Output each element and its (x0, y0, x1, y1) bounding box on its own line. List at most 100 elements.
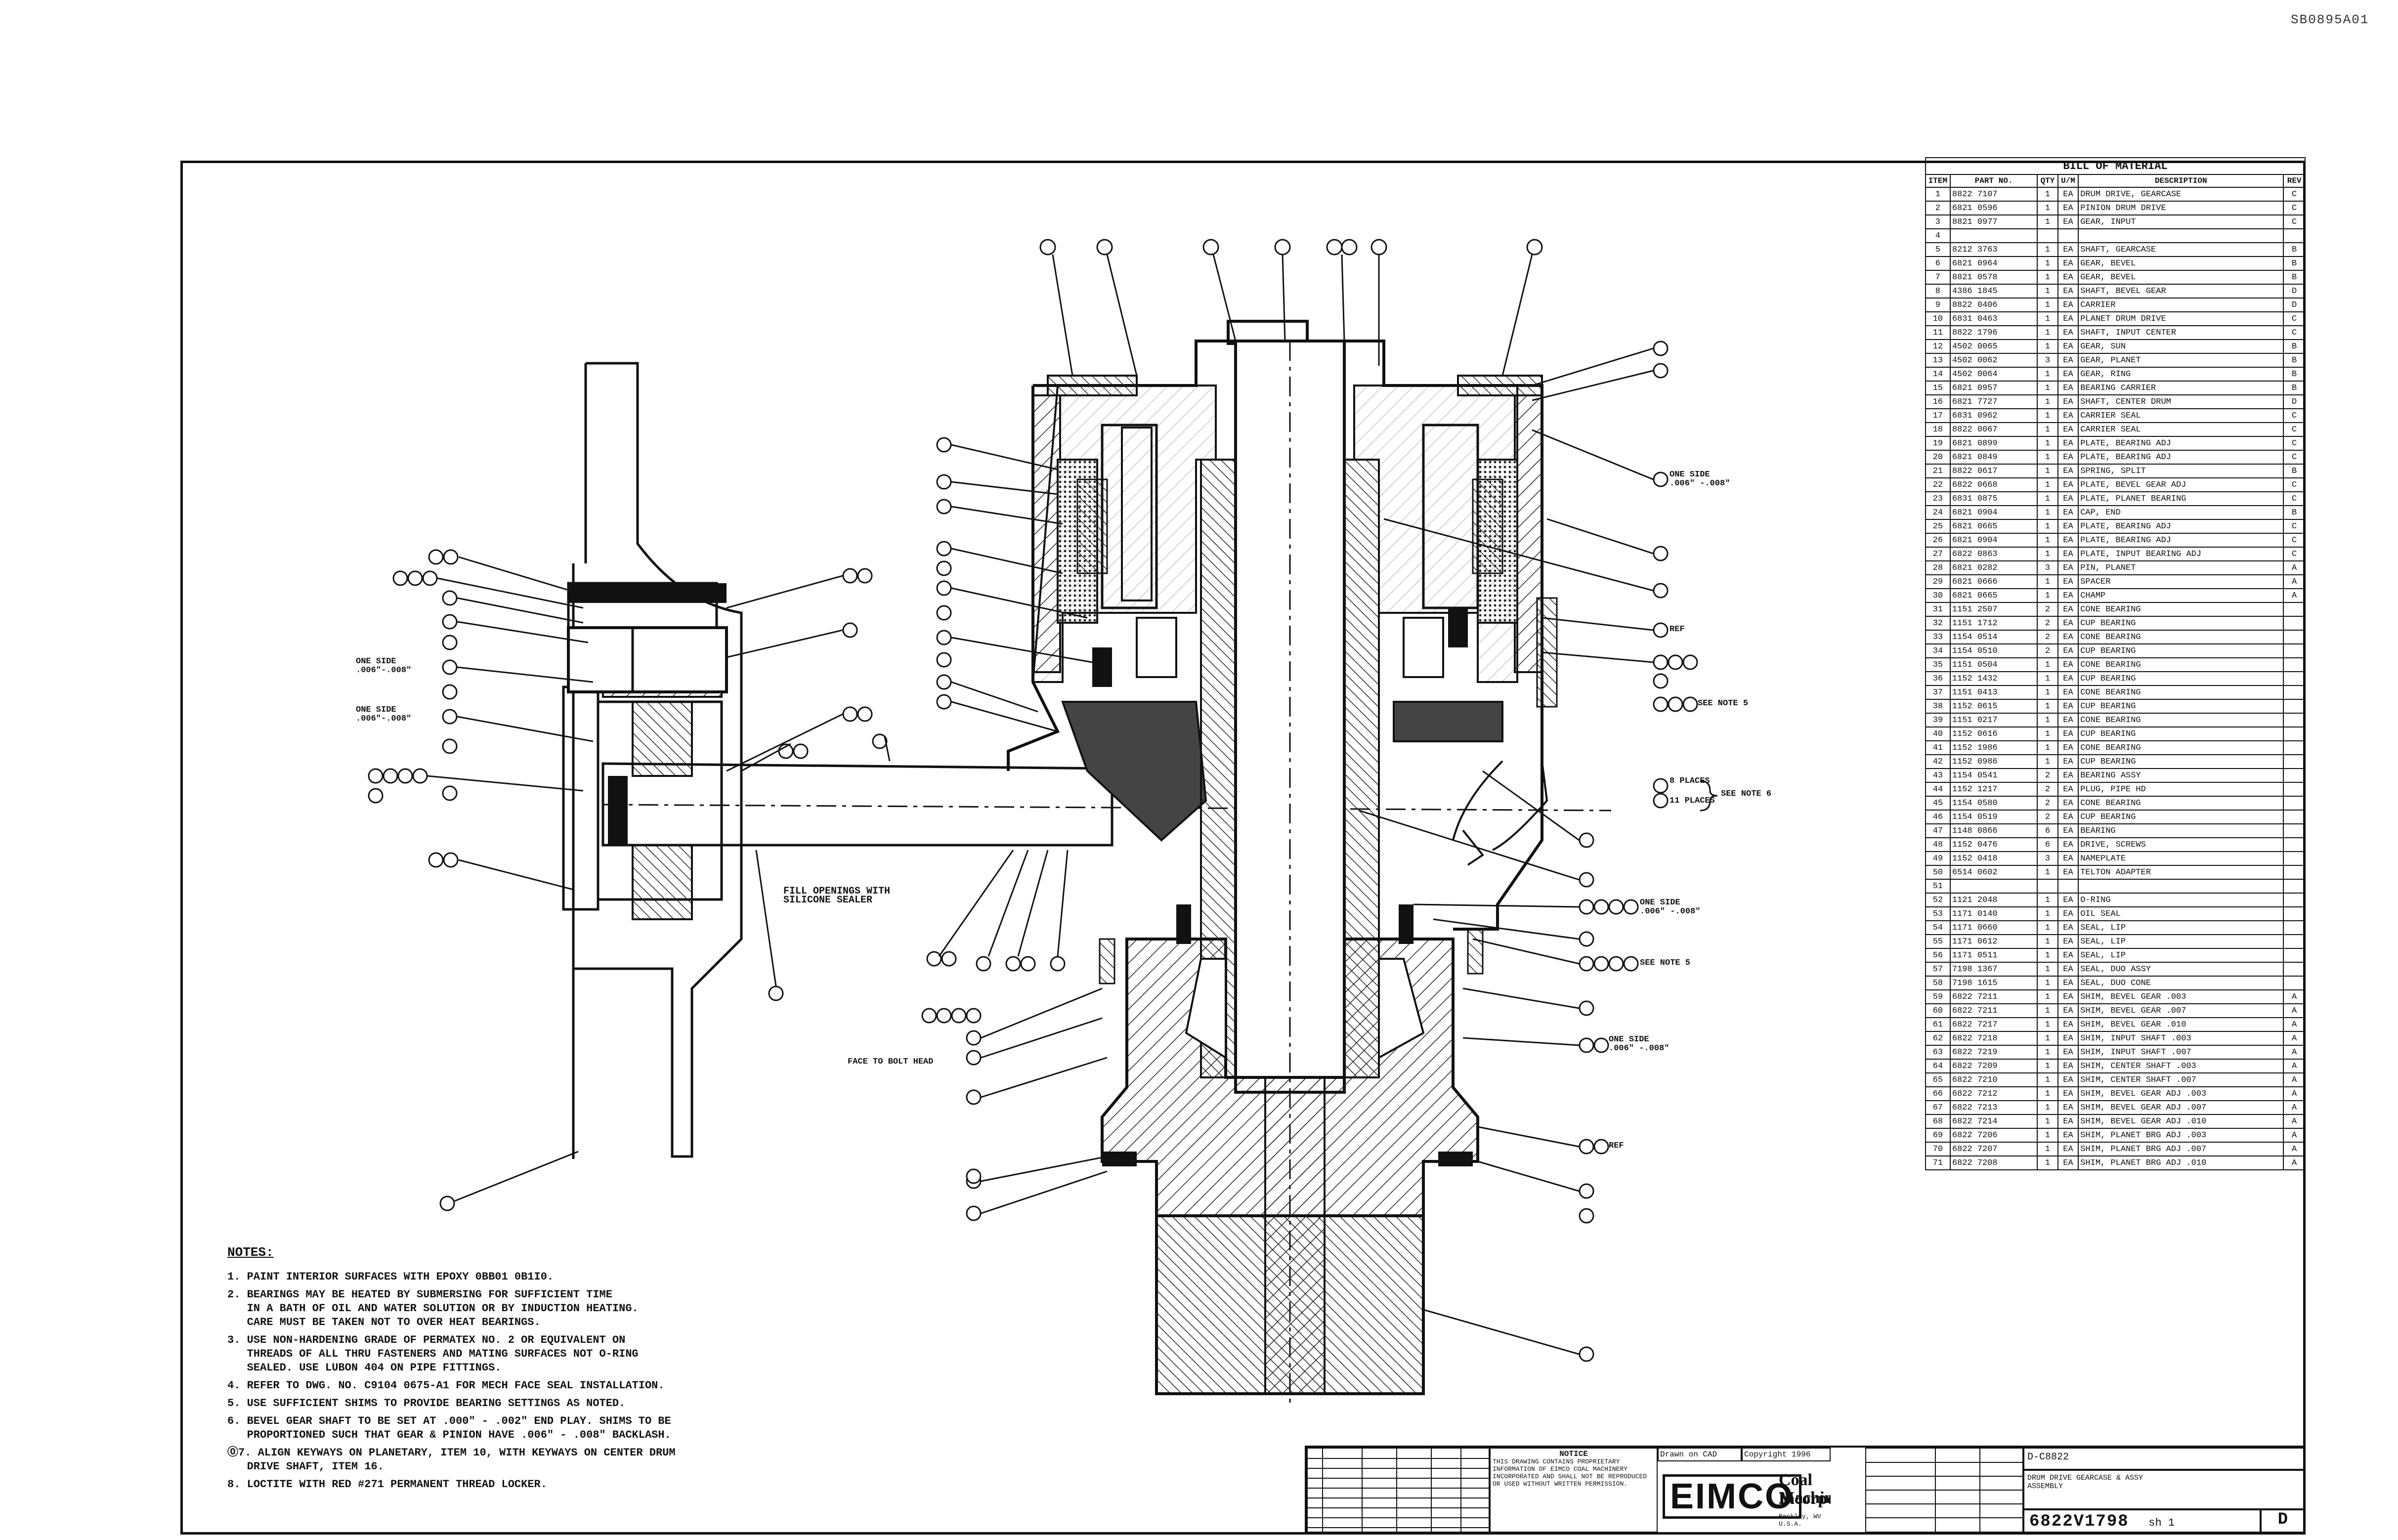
bom-um: EA (2057, 616, 2079, 631)
revision-letter: D (2261, 1509, 2305, 1533)
bom-item: 21 (1925, 464, 1951, 478)
bom-part-no: 6822 7218 (1949, 1031, 2038, 1046)
bom-description: SHIM, BEVEL GEAR .010 (2078, 1017, 2284, 1032)
bom-rev: A (2283, 1086, 2306, 1101)
bom-item: 10 (1925, 311, 1951, 326)
bom-description: GEAR, PLANET (2078, 353, 2284, 368)
bom-item: 58 (1925, 976, 1951, 990)
bom-um: EA (2057, 270, 2079, 285)
bom-part-no: 1152 1986 (1949, 740, 2038, 755)
bom-description: GEAR, INPUT (2078, 214, 2284, 229)
sheet-id: SB0895A01 (2291, 12, 2369, 27)
bom-um (2057, 228, 2079, 243)
bom-um: EA (2057, 201, 2079, 215)
bom-part-no: 6822 7213 (1949, 1100, 2038, 1115)
bom-um: EA (2057, 1017, 2079, 1032)
bom-rev (2283, 740, 2306, 755)
bom-part-no: 6821 0665 (1949, 588, 2038, 603)
bom-qty: 1 (2037, 948, 2058, 963)
bom-qty (2037, 879, 2058, 894)
bom-um: EA (2057, 339, 2079, 354)
bom-description: PLATE, PLANET BEARING (2078, 491, 2284, 506)
bom-description: BEARING ASSY (2078, 768, 2284, 783)
bom-qty: 1 (2037, 436, 2058, 451)
bom-qty: 1 (2037, 740, 2058, 755)
bom-item: 16 (1925, 394, 1951, 409)
bom-qty: 1 (2037, 491, 2058, 506)
bom-um: EA (2057, 754, 2079, 769)
bom-rev (2283, 879, 2306, 894)
bom-um: EA (2057, 214, 2079, 229)
bom-description: SEAL, LIP (2078, 920, 2284, 935)
bom-part-no: 6822 7212 (1949, 1086, 2038, 1101)
bom-rev (2283, 768, 2306, 783)
bom-qty: 1 (2037, 1045, 2058, 1060)
title-block: NOTICE THIS DRAWING CONTAINS PROPRIETARY… (1305, 1446, 2306, 1535)
bom-part-no: 8821 0977 (1949, 214, 2038, 229)
bom-rev: C (2283, 547, 2306, 561)
approval-grid-lines (1866, 1449, 2022, 1532)
bom-rev: C (2283, 187, 2306, 202)
bom-qty: 1 (2037, 394, 2058, 409)
bom-rev (2283, 920, 2306, 935)
bom-qty: 6 (2037, 823, 2058, 838)
ref-label-upper: REF (1670, 625, 1685, 634)
bom-um: EA (2057, 381, 2079, 395)
bom-rev: C (2283, 533, 2306, 548)
bom-rev (2283, 865, 2306, 880)
bom-description: SHIM, CENTER SHAFT .003 (2078, 1059, 2284, 1073)
bom-qty: 1 (2037, 284, 2058, 299)
bom-rev (2283, 823, 2306, 838)
bom-qty: 1 (2037, 547, 2058, 561)
bom-rev (2283, 727, 2306, 741)
bom-qty: 1 (2037, 1142, 2058, 1156)
note-3: 3. USE NON-HARDENING GRADE OF PERMATEX N… (227, 1334, 639, 1374)
bom-rev (2283, 893, 2306, 907)
bom-item: 49 (1925, 851, 1951, 866)
bom-item: 41 (1925, 740, 1951, 755)
bom-um: EA (2057, 976, 2079, 990)
bom-item: 24 (1925, 505, 1951, 520)
bom-item: 42 (1925, 754, 1951, 769)
bom-um: EA (2057, 630, 2079, 644)
bom-item: 66 (1925, 1086, 1951, 1101)
bom-qty: 1 (2037, 1114, 2058, 1129)
bom-rev: C (2283, 214, 2306, 229)
bom-header-description: DESCRIPTION (2078, 174, 2284, 188)
bom-um: EA (2057, 643, 2079, 658)
bom-qty: 1 (2037, 1017, 2058, 1032)
bom-item: 46 (1925, 810, 1951, 824)
bom-item: 35 (1925, 657, 1951, 672)
bom-rev: C (2283, 422, 2306, 437)
sheet-number: sh 1 (2148, 1517, 2175, 1529)
bom-um: EA (2057, 242, 2079, 257)
bom-item: 71 (1925, 1155, 1951, 1170)
bom-description: BEARING (2078, 823, 2284, 838)
bom-um: EA (2057, 713, 2079, 727)
bom-rev (2283, 782, 2306, 797)
one-side-label-mid-right: ONE SIDE .006" -.008" (1640, 898, 1701, 916)
drawing-number: 6822V1798 (2029, 1512, 2129, 1531)
bom-part-no: 6822 0863 (1949, 547, 2038, 561)
top-drawing-no: D-C8822 (2023, 1448, 2305, 1470)
bom-qty: 1 (2037, 1072, 2058, 1087)
bom-item: 20 (1925, 450, 1951, 465)
bom-part-no: 6821 0957 (1949, 381, 2038, 395)
bom-item: 53 (1925, 906, 1951, 921)
bom-um: EA (2057, 1128, 2079, 1143)
bom-description: CHAMP (2078, 588, 2284, 603)
bom-part-no: 8212 3763 (1949, 242, 2038, 257)
bom-rev: B (2283, 353, 2306, 368)
